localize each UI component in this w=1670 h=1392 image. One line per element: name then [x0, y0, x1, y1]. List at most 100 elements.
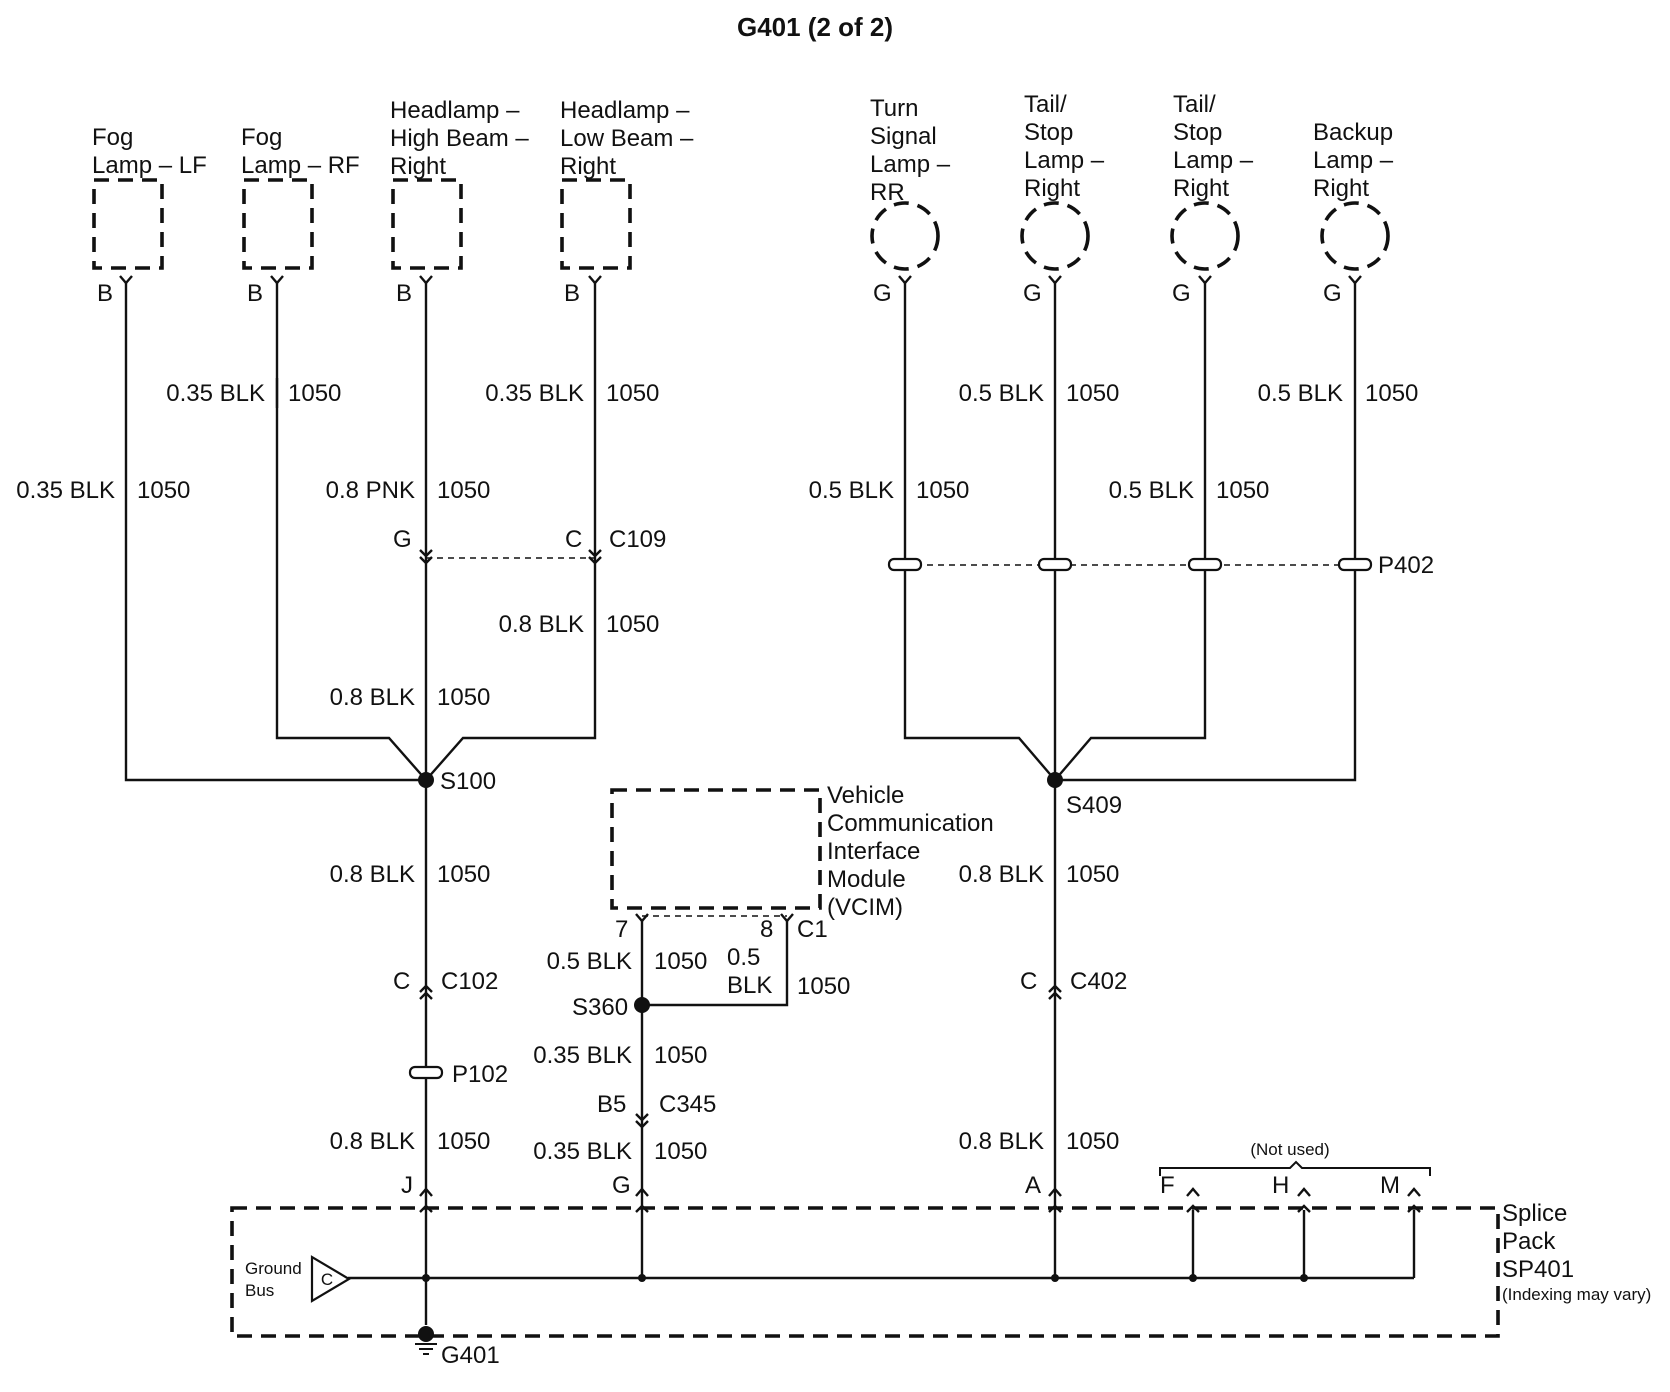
- pin-label: C: [393, 968, 410, 995]
- wire-size-label: 0.5 BLK: [727, 944, 772, 999]
- pin-label: M: [1380, 1172, 1400, 1199]
- pin-label: B: [247, 280, 263, 307]
- wire-size-label: 0.8 BLK: [330, 684, 415, 711]
- female-pin-chevron-icon: [1297, 1187, 1311, 1197]
- connector-c402-label: C402: [1070, 968, 1127, 995]
- wire-labels: 0.35 BLK 1050 0.35 BLK 1050 0.35 BLK 105…: [16, 380, 1418, 1165]
- wire-circuit-label: 1050: [437, 477, 490, 504]
- splice-s360-label: S360: [572, 994, 628, 1021]
- connector-c345-label: C345: [659, 1091, 716, 1118]
- pin-label: A: [1025, 1172, 1041, 1199]
- pin-label: G: [612, 1172, 631, 1199]
- wire-circuit-label: 1050: [654, 948, 707, 975]
- component-shapes: C: [92, 178, 1500, 1338]
- female-pin-chevron-icon: [419, 1204, 433, 1213]
- tail-stop-lamp-right-2-circle: [1170, 201, 1240, 271]
- not-used-label: (Not used): [1250, 1140, 1329, 1159]
- wire-size-label: 0.8 BLK: [959, 861, 1044, 888]
- wire-size-label: 0.35 BLK: [533, 1042, 632, 1069]
- wire-circuit-label: 1050: [137, 477, 190, 504]
- tail-stop-lamp-right-1-circle: [1020, 201, 1090, 271]
- wire-circuit-label: 1050: [437, 1128, 490, 1155]
- female-pin-chevron-icon: [1407, 1204, 1421, 1213]
- splice-dot-icon: [418, 1326, 434, 1342]
- not-used-bracket: [1159, 1160, 1431, 1176]
- tail-stop-lamp-right-1-label: Tail/ Stop Lamp – Right: [1024, 91, 1111, 202]
- splice-s409-label: S409: [1066, 792, 1122, 819]
- fog-lamp-lf-label: Fog Lamp – LF: [92, 124, 207, 179]
- connector-icons: [119, 275, 1421, 1213]
- pin-label: G: [393, 526, 412, 553]
- wire-circuit-label: 1050: [288, 380, 341, 407]
- female-pin-chevron-icon: [635, 1187, 649, 1197]
- wire-size-label: 0.8 BLK: [499, 611, 584, 638]
- wire-circuit-label: 1050: [1066, 861, 1119, 888]
- headlamp-low-beam-box: [560, 178, 632, 270]
- wire-size-label: 0.8 BLK: [330, 1128, 415, 1155]
- diagram-title: G401 (2 of 2): [737, 12, 893, 42]
- female-pin-chevron-icon: [635, 1204, 649, 1213]
- headlamp-high-beam-box: [391, 178, 463, 270]
- splice-pack-note: (Indexing may vary): [1502, 1285, 1651, 1304]
- inline-connector-double-chevron-icon: [1048, 984, 1062, 1000]
- wire-circuit-label: 1050: [797, 973, 850, 1000]
- pin-label: H: [1272, 1172, 1289, 1199]
- wire-turn-signal-rr: [903, 282, 1056, 781]
- female-pin-chevron-icon: [1198, 275, 1212, 285]
- wire-circuit-label: 1050: [606, 611, 659, 638]
- female-pin-chevron-icon: [898, 275, 912, 285]
- pin-labels: B B B B G G G G G C 7 8 C C B5 J G A F H…: [97, 280, 1400, 1199]
- wire-size-label: 0.5 BLK: [959, 380, 1044, 407]
- splice-dot-icon: [1047, 772, 1063, 788]
- female-pin-chevron-icon: [1048, 1187, 1062, 1197]
- turn-signal-lamp-rr-label: Turn Signal Lamp – RR: [870, 95, 957, 206]
- wire-circuit-label: 1050: [1066, 1128, 1119, 1155]
- fog-lamp-rf-box: [242, 178, 314, 270]
- pass-through-grommet-icon: [1187, 557, 1223, 572]
- backup-lamp-right-circle: [1320, 201, 1390, 271]
- female-pin-chevron-icon: [1048, 1204, 1062, 1213]
- wire-size-label: 0.8 BLK: [959, 1128, 1044, 1155]
- wire-tail-stop-2: [1054, 282, 1207, 781]
- tail-stop-lamp-right-2-label: Tail/ Stop Lamp – Right: [1173, 91, 1260, 202]
- female-pin-chevron-icon: [419, 275, 433, 285]
- pass-through-grommet-icon: [1337, 557, 1373, 572]
- female-pin-chevron-icon: [1048, 275, 1062, 285]
- splice-dots: [415, 772, 1308, 1355]
- wire-size-label: 0.8 PNK: [326, 477, 415, 504]
- fog-lamp-lf-box: [92, 178, 164, 270]
- wire-headlamp-low-beam: [425, 282, 597, 781]
- ground-bus-icon: [310, 1255, 352, 1303]
- splice-pack-label: Splice Pack SP401: [1502, 1200, 1574, 1283]
- female-pin-chevron-icon: [1186, 1187, 1200, 1197]
- wire-size-label: 0.5 BLK: [1109, 477, 1194, 504]
- pin-label: G: [1023, 280, 1042, 307]
- pin-label: C: [565, 526, 582, 553]
- female-pin-chevron-icon: [1297, 1204, 1311, 1213]
- junction-dot-icon: [1189, 1274, 1197, 1282]
- inline-connector-double-chevron-icon: [588, 549, 602, 565]
- ground-bus-label: Ground Bus: [245, 1259, 306, 1300]
- wire-circuit-label: 1050: [437, 861, 490, 888]
- wire-size-label: 0.35 BLK: [166, 380, 265, 407]
- connector-c109-label: C109: [609, 526, 666, 553]
- vcim-label: Vehicle Communication Interface Module (…: [827, 782, 1000, 921]
- junction-dot-icon: [638, 1274, 646, 1282]
- pin-label: C: [1020, 968, 1037, 995]
- female-pin-chevron-icon: [119, 275, 133, 285]
- female-pin-chevron-icon: [780, 913, 794, 923]
- pin-label: B: [97, 280, 113, 307]
- connector-c102-label: C102: [441, 968, 498, 995]
- connector-c1-label: C1: [797, 916, 828, 943]
- wire-size-label: 0.35 BLK: [485, 380, 584, 407]
- pass-through-grommet-icon: [1037, 557, 1073, 572]
- wire-circuit-label: 1050: [654, 1138, 707, 1165]
- pin-label: G: [873, 280, 892, 307]
- splice-dot-icon: [418, 772, 434, 788]
- wire-fog-lf: [124, 282, 426, 782]
- ground-symbol-icon: [415, 1343, 437, 1355]
- wire-size-label: 0.35 BLK: [16, 477, 115, 504]
- junction-dot-icon: [1300, 1274, 1308, 1282]
- junction-dot-icon: [422, 1274, 430, 1282]
- female-pin-chevron-icon: [1348, 275, 1362, 285]
